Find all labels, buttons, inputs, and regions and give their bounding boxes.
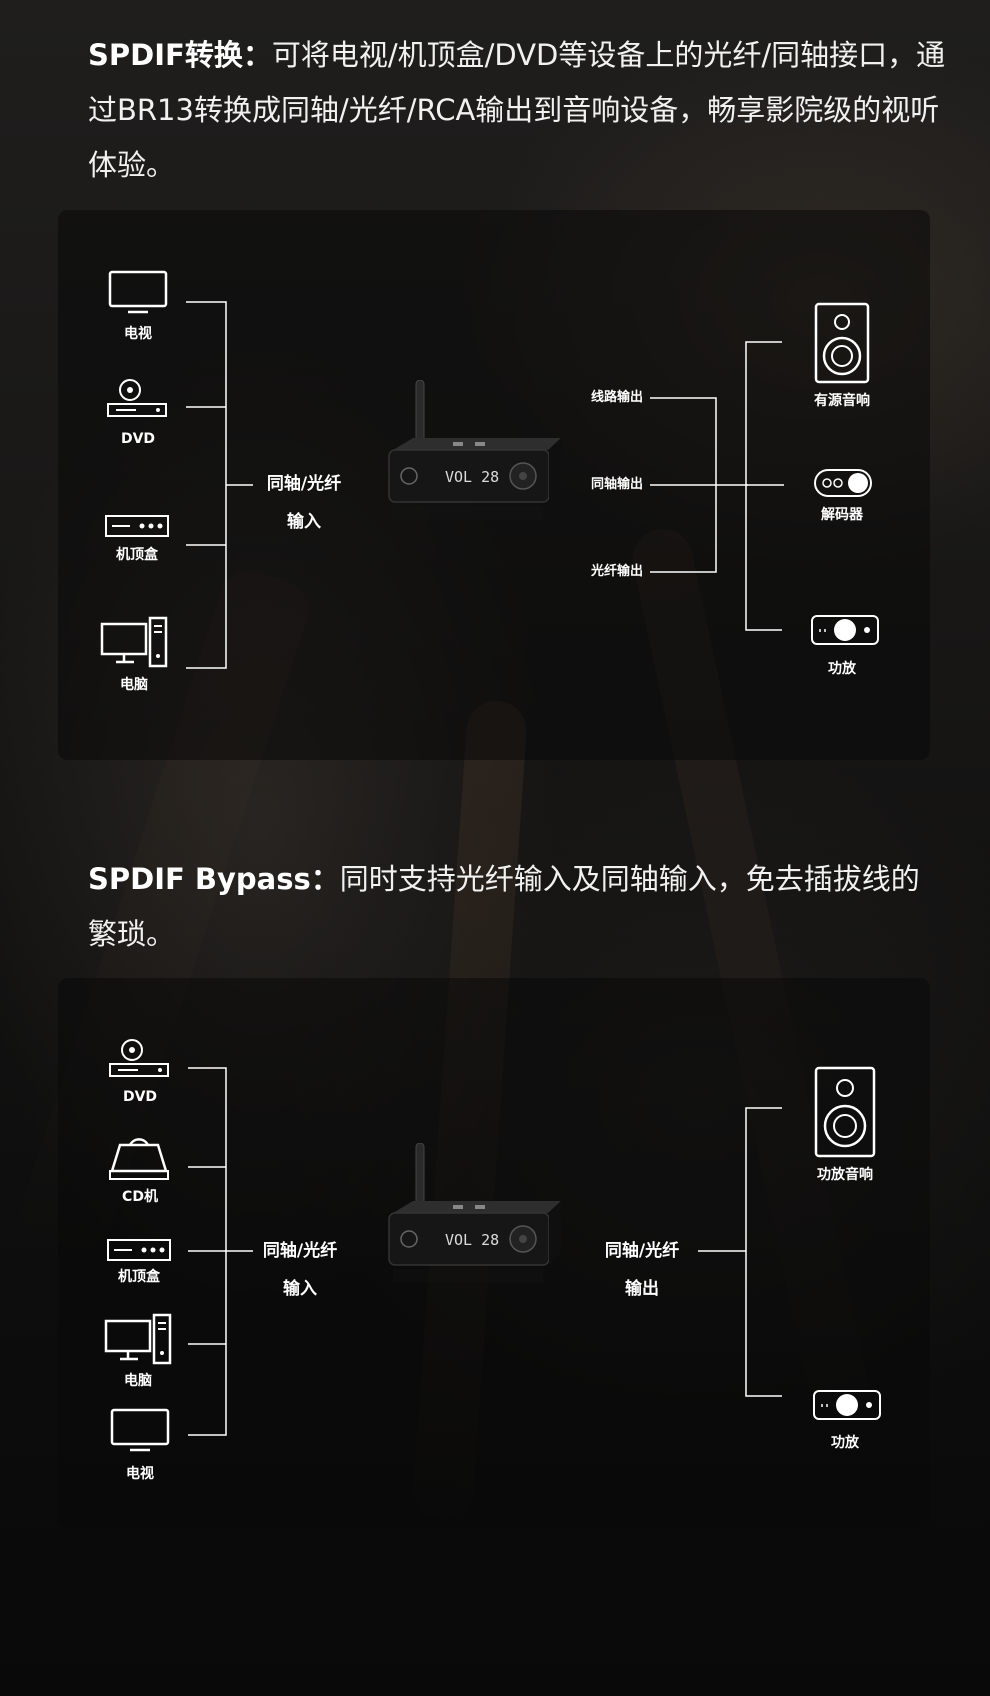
set-top-box-icon bbox=[105, 515, 169, 537]
section2-description: 同时支持光纤输入及同轴输入，免去插拔线的繁琐。 bbox=[88, 862, 920, 951]
amplifier-icon bbox=[813, 1390, 881, 1420]
dvd-player-icon bbox=[109, 1039, 169, 1077]
section1-diagram-panel: 电视 DVD 机顶盒 电脑 同轴/光纤 输入 VOL 28 bbox=[58, 210, 930, 760]
amplifier-icon bbox=[811, 615, 879, 645]
section1-input-label-line1: 同轴/光纤 bbox=[266, 474, 342, 494]
tv-icon bbox=[108, 270, 168, 314]
output-label-active-speaker: 有源音响 bbox=[814, 393, 870, 409]
speaker-icon bbox=[814, 1066, 876, 1158]
output-label-decoder: 解码器 bbox=[821, 507, 863, 523]
section2-output-label: 同轴/光纤 输出 bbox=[592, 1232, 692, 1308]
output-label-amp-speaker: 功放音响 bbox=[817, 1167, 873, 1183]
br13-device-image: VOL 28 bbox=[388, 1143, 561, 1283]
input-label-cd-player: CD机 bbox=[122, 1189, 158, 1205]
section1-connector-lines bbox=[186, 301, 784, 669]
input-label-dvd: DVD bbox=[120, 431, 156, 447]
section1-title: SPDIF转换： bbox=[88, 38, 272, 72]
decoder-icon bbox=[814, 469, 872, 497]
section2-output-label-line2: 输出 bbox=[625, 1279, 659, 1299]
section2-diagram-panel: DVD CD机 机顶盒 电脑 电视 同轴/光纤 输入 bbox=[58, 978, 930, 1528]
input-label-dvd: DVD bbox=[122, 1089, 158, 1105]
section2-input-label-line1: 同轴/光纤 bbox=[262, 1241, 338, 1261]
section2-heading: SPDIF Bypass：同时支持光纤输入及同轴输入，免去插拔线的繁琐。 bbox=[88, 852, 928, 962]
section1-input-label-line2: 输入 bbox=[287, 512, 321, 532]
section1-heading: SPDIF转换：可将电视/机顶盒/DVD等设备上的光纤/同轴接口，通过BR13转… bbox=[88, 28, 948, 193]
computer-icon bbox=[100, 616, 168, 668]
input-label-pc: 电脑 bbox=[120, 677, 148, 693]
section2-output-label-line1: 同轴/光纤 bbox=[604, 1241, 680, 1261]
device-display-text: VOL 28 bbox=[445, 468, 499, 486]
br13-device-image: VOL 28 bbox=[388, 380, 561, 520]
section2-input-label: 同轴/光纤 输入 bbox=[250, 1232, 350, 1308]
cd-player-icon bbox=[109, 1138, 169, 1180]
tv-icon bbox=[110, 1408, 170, 1452]
section2-connector-lines bbox=[188, 1067, 782, 1436]
speaker-icon bbox=[814, 302, 870, 384]
section1-input-label: 同轴/光纤 输入 bbox=[254, 465, 354, 541]
device-display-text: VOL 28 bbox=[445, 1231, 499, 1249]
input-label-stb: 机顶盒 bbox=[118, 1269, 160, 1285]
output-type-optical: 光纤输出 bbox=[590, 564, 643, 579]
computer-icon bbox=[104, 1313, 172, 1365]
input-label-tv: 电视 bbox=[126, 1466, 154, 1482]
section1-description: 可将电视/机顶盒/DVD等设备上的光纤/同轴接口，通过BR13转换成同轴/光纤/… bbox=[88, 38, 946, 182]
set-top-box-icon bbox=[107, 1239, 171, 1261]
input-label-stb: 机顶盒 bbox=[116, 547, 158, 563]
dvd-player-icon bbox=[107, 379, 167, 417]
input-label-pc: 电脑 bbox=[124, 1373, 152, 1389]
output-type-coaxial: 同轴输出 bbox=[590, 477, 643, 492]
section2-input-label-line2: 输入 bbox=[283, 1279, 317, 1299]
output-type-line: 线路输出 bbox=[590, 390, 643, 405]
output-label-amplifier: 功放 bbox=[831, 1435, 859, 1451]
output-label-amplifier: 功放 bbox=[828, 661, 856, 677]
input-label-tv: 电视 bbox=[124, 326, 152, 342]
section2-title: SPDIF Bypass： bbox=[88, 862, 340, 896]
